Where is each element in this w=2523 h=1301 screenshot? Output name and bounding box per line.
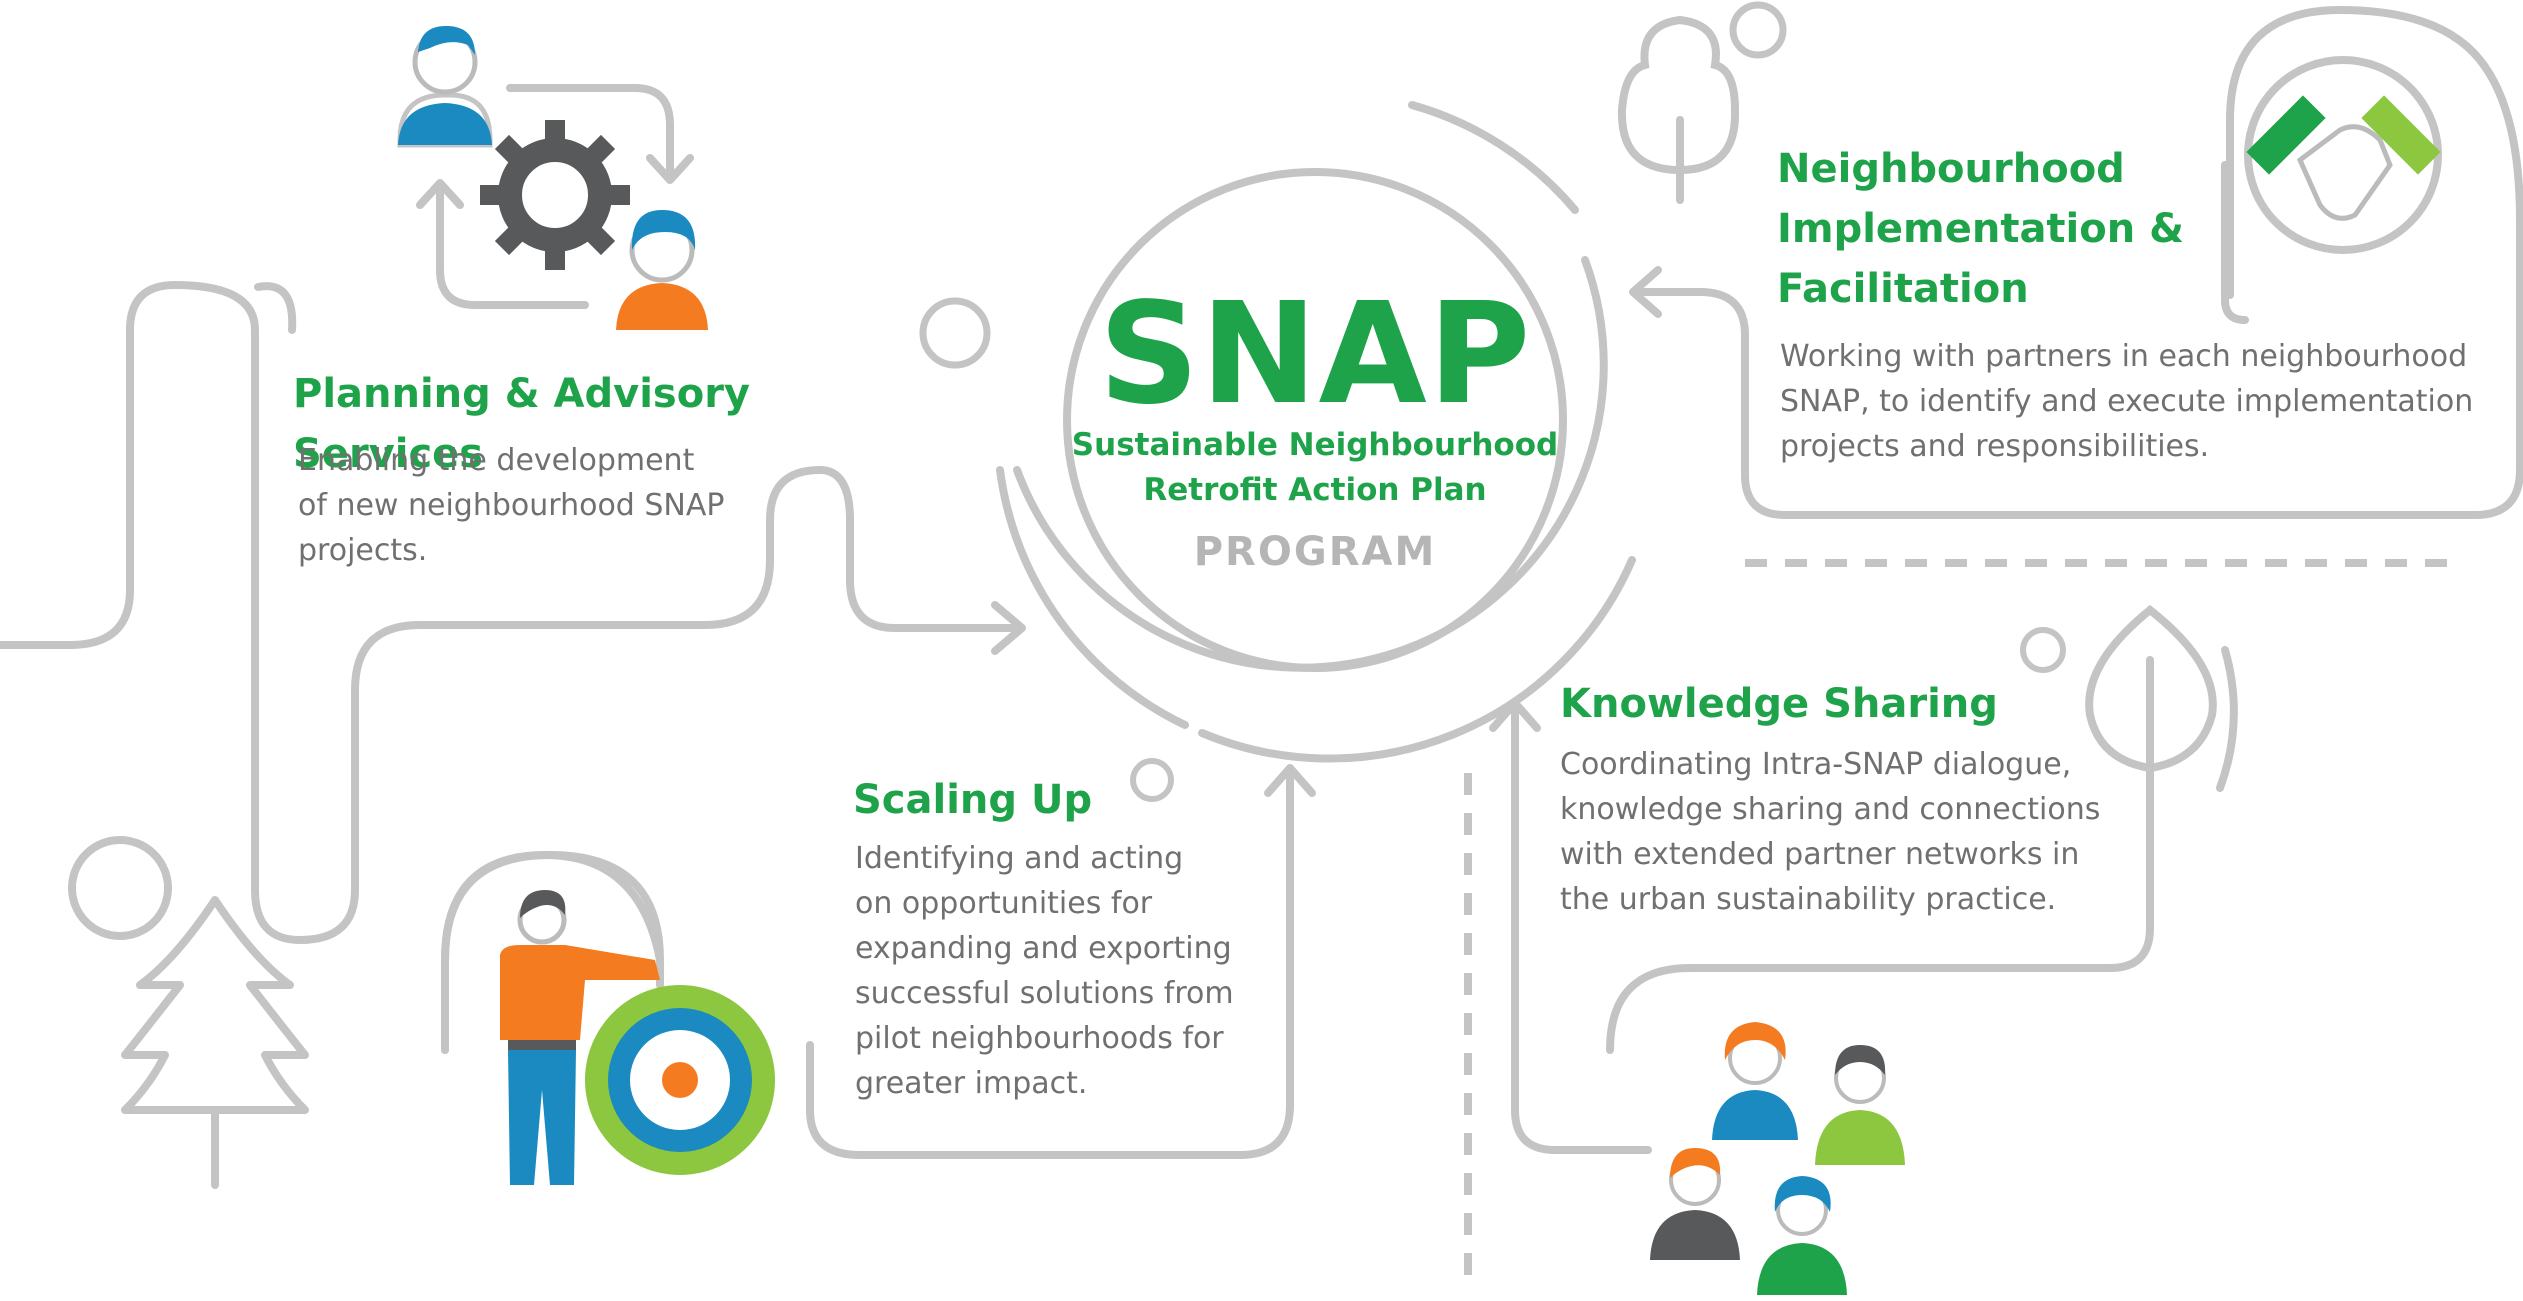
gear-icon — [480, 120, 630, 270]
person-group-3 — [1650, 1148, 1740, 1260]
knowledge-title: Knowledge Sharing — [1560, 681, 1998, 727]
snap-subtitle: Sustainable Neighbourhood Retrofit Actio… — [1071, 427, 1559, 508]
flow-path-implementation — [2221, 161, 2249, 324]
scaling-title: Scaling Up — [853, 777, 1093, 823]
loop-arrow-top — [506, 84, 674, 179]
implementation-body: Working with partners in each neighbourh… — [1780, 339, 2474, 464]
implementation-title-line2: Implementation & — [1777, 206, 2185, 252]
scaling-dome — [441, 851, 664, 1054]
loop-arrow-bottom-head — [416, 179, 464, 209]
bubble-bottom — [1130, 758, 1174, 802]
bubble-left — [68, 836, 172, 940]
bubble-right — [2020, 627, 2066, 673]
person-group-1 — [1712, 1022, 1798, 1140]
center-arc-outer — [1013, 256, 1608, 672]
loop-arrow-bottom — [436, 181, 589, 309]
tree-round-icon — [1617, 15, 1740, 204]
planning-title: Planning & Advisory Services — [293, 371, 750, 477]
snap-acronym: SNAP — [1098, 273, 1532, 436]
implementation-title-line1: Neighbourhood — [1777, 146, 2125, 192]
flow-path-planning — [0, 281, 1024, 944]
arrow-head-planning — [991, 601, 1026, 655]
arrow-head-implementation — [1629, 266, 1662, 318]
bubble-top — [1729, 1, 1787, 59]
snap-program-label: PROGRAM — [1193, 529, 1437, 575]
leaf-tree-icon — [2085, 604, 2238, 839]
center-arc-top — [1408, 101, 1579, 214]
flow-path-implementation-main — [1631, 6, 2523, 519]
handshake-icon — [2244, 56, 2442, 254]
knowledge-body: Coordinating Intra-SNAP dialogue, knowle… — [1560, 747, 2101, 917]
arrow-head-scaling — [1264, 764, 1316, 797]
implementation-title-line3: Facilitation — [1777, 266, 2029, 312]
flow-arc-planning — [254, 282, 297, 334]
planning-body: Enabling the development of new neighbou… — [298, 443, 725, 568]
people-group-icon — [1650, 1022, 1905, 1295]
center-arc-left — [996, 466, 1189, 729]
presenter-person-icon — [500, 890, 660, 1185]
loop-arrow-top-head — [646, 154, 694, 184]
scaling-body: Identifying and acting on opportunities … — [855, 841, 1234, 1101]
target-icon — [585, 985, 775, 1175]
flow-path-knowledge-right — [1606, 826, 2154, 1054]
person-group-2 — [1815, 1045, 1905, 1165]
person-group-4 — [1757, 1176, 1847, 1295]
person-blue-icon — [397, 25, 493, 148]
center-arc-outer-2 — [1198, 556, 1636, 763]
person-orange-icon — [616, 210, 708, 330]
pine-tree-icon — [121, 896, 309, 1189]
bubble-top-left — [919, 297, 991, 369]
flow-path-knowledge — [1511, 701, 1652, 1154]
